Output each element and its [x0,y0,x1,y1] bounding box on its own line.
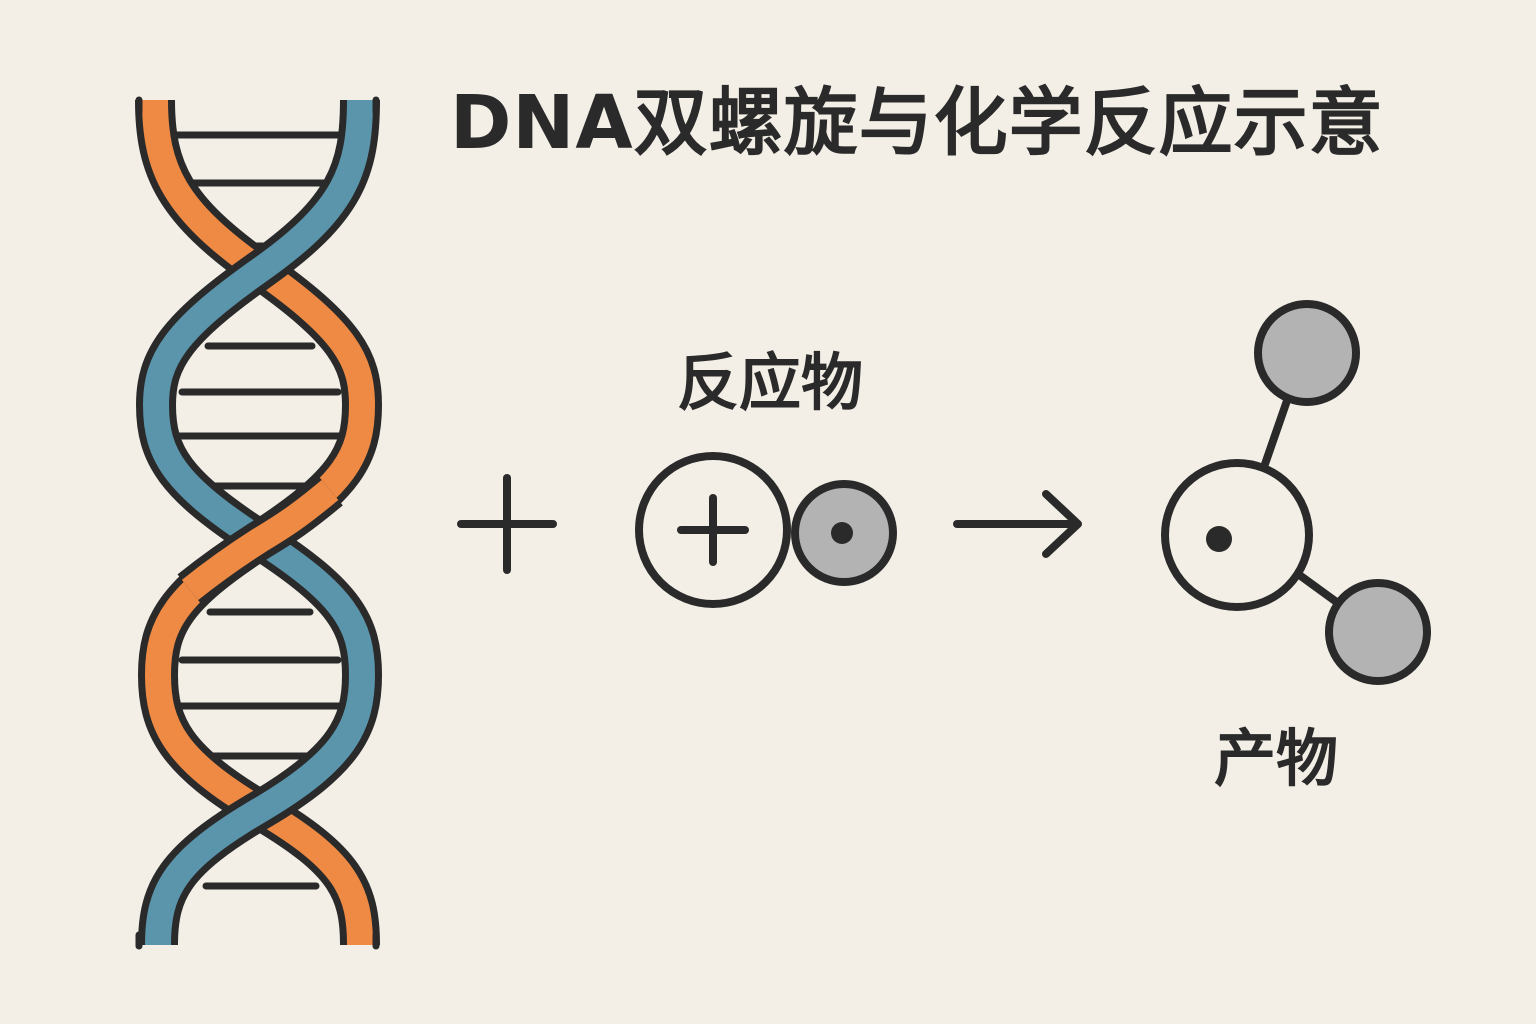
central-atom-nucleus [1206,526,1232,552]
dna-crossing-orange [181,480,339,601]
strand-end-caps [135,96,380,950]
neutral-atom-icon [791,480,897,586]
central-atom [1161,459,1313,611]
bonded-atom-bottom [1325,579,1431,685]
diagram-title: DNA双螺旋与化学反应示意 [450,80,1384,166]
molecule-bond [1260,388,1294,471]
product-label: 产物 [1214,722,1339,795]
reactant-label: 反应物 [677,346,864,419]
molecule-bond [1294,570,1346,610]
dna-double-helix-icon [135,96,382,950]
reaction-arrow-icon [953,490,1082,558]
positive-atom-icon [635,452,791,608]
plus-sign-icon [457,474,557,574]
bonded-atom-top [1254,300,1360,406]
product-molecule-icon [1161,300,1431,685]
reactants-group [635,452,897,608]
